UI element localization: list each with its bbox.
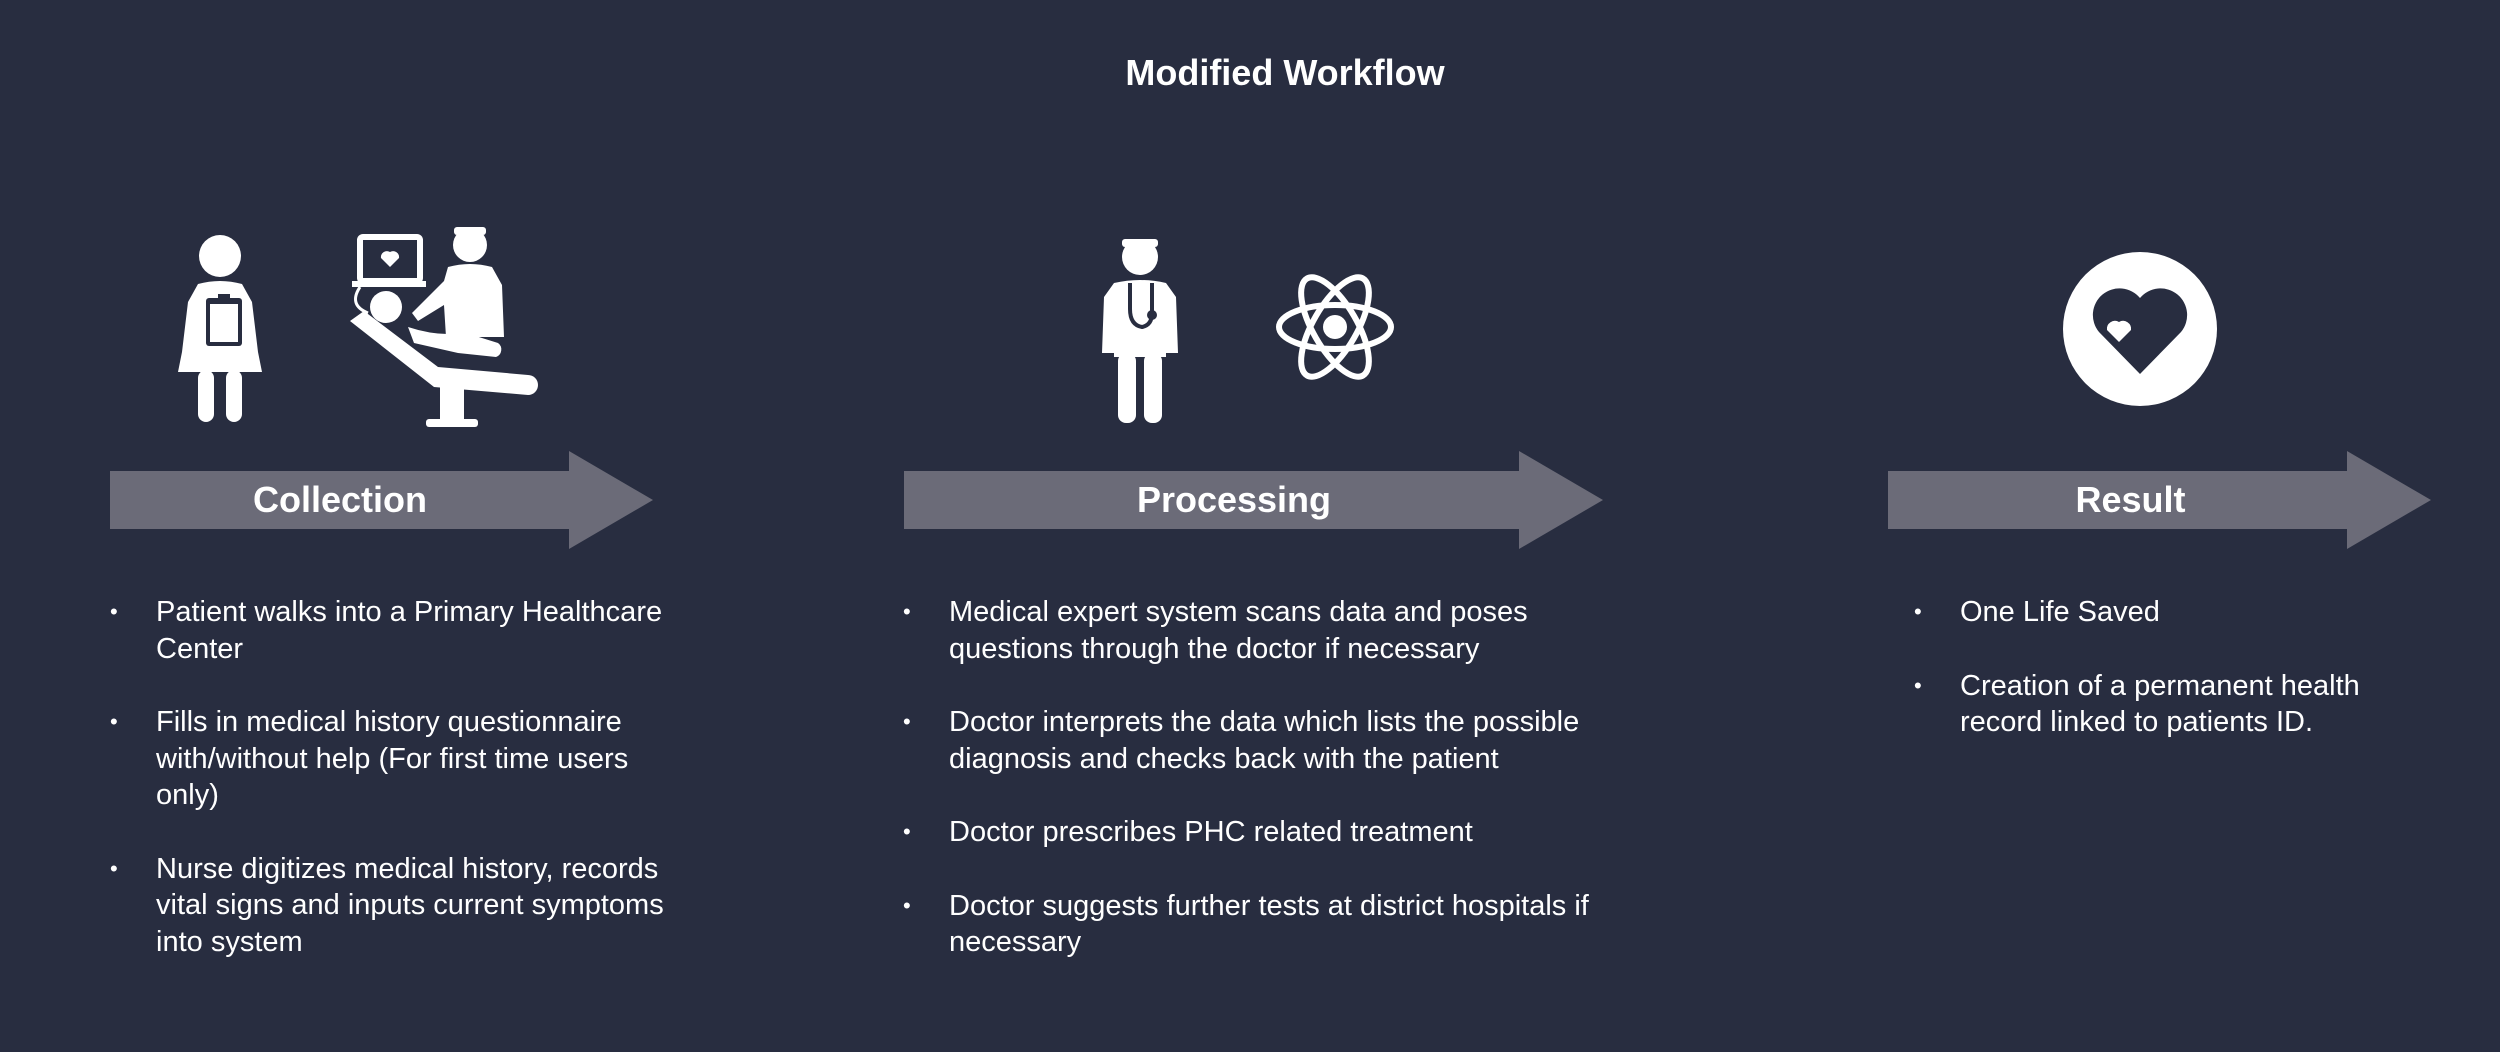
processing-arrow: Processing (904, 451, 1604, 549)
page-title: Modified Workflow (1125, 52, 1445, 93)
list-item: Doctor suggests further tests at distric… (903, 888, 1623, 961)
collection-bullets: Patient walks into a Primary Healthcare … (110, 594, 670, 997)
collection-arrow: Collection (110, 451, 654, 549)
list-item: Medical expert system scans data and pos… (903, 594, 1623, 667)
list-item: Fills in medical history questionnaire w… (110, 704, 670, 814)
heart-circle-icon (2063, 252, 2217, 406)
list-item: Doctor prescribes PHC related treatment (903, 814, 1623, 851)
list-item: Patient walks into a Primary Healthcare … (110, 594, 670, 667)
processing-label: Processing (1136, 479, 1332, 520)
atom-icon (1275, 262, 1395, 392)
nurse-clipboard-icon (172, 232, 268, 424)
ultrasound-exam-icon (348, 225, 544, 429)
list-item: Doctor interprets the data which lists t… (903, 704, 1623, 777)
processing-bullets: Medical expert system scans data and pos… (903, 594, 1623, 998)
doctor-stethoscope-icon (1100, 235, 1180, 425)
list-item: Nurse digitizes medical history, records… (110, 851, 670, 961)
result-arrow: Result (1888, 451, 2431, 549)
result-bullets: One Life Saved Creation of a permanent h… (1914, 594, 2434, 778)
list-item: One Life Saved (1914, 594, 2434, 631)
collection-label: Collection (252, 479, 427, 520)
result-label: Result (2075, 479, 2186, 520)
list-item: Creation of a permanent health record li… (1914, 668, 2434, 741)
